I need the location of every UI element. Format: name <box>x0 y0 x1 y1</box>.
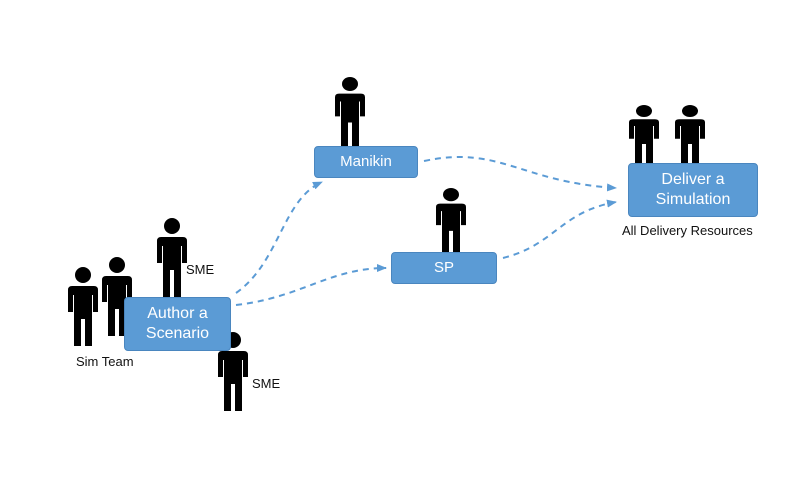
person-icon-sme-top <box>157 218 187 297</box>
deliver-simulation-node: Deliver a Simulation <box>628 163 758 217</box>
sp-label: SP <box>433 258 454 276</box>
manikin-node: Manikin <box>314 146 418 178</box>
person-icon-manikin <box>335 77 365 147</box>
person-icon-sp <box>436 188 466 254</box>
arrow-sp-to-deliver <box>502 199 617 259</box>
person-icon-delivery-1 <box>629 105 659 165</box>
arrow-author-to-sp <box>235 264 387 306</box>
author-scenario-label: Author a Scenario <box>145 305 210 342</box>
author-scenario-node: Author a Scenario <box>124 297 231 351</box>
manikin-label: Manikin <box>340 152 392 170</box>
deliver-simulation-label: Deliver a Simulation <box>655 171 731 208</box>
sme-label-top: SME <box>186 262 215 277</box>
sme-label-bottom: SME <box>252 376 281 391</box>
person-icon-delivery-2 <box>675 105 705 165</box>
arrow-manikin-to-deliver <box>423 156 617 192</box>
sim-team-label: Sim Team <box>76 354 134 369</box>
arrow-author-to-manikin <box>235 181 323 294</box>
person-icon-sim-team-1 <box>68 267 98 346</box>
delivery-resources-label: All Delivery Resources <box>622 223 753 238</box>
sp-node: SP <box>391 252 497 284</box>
